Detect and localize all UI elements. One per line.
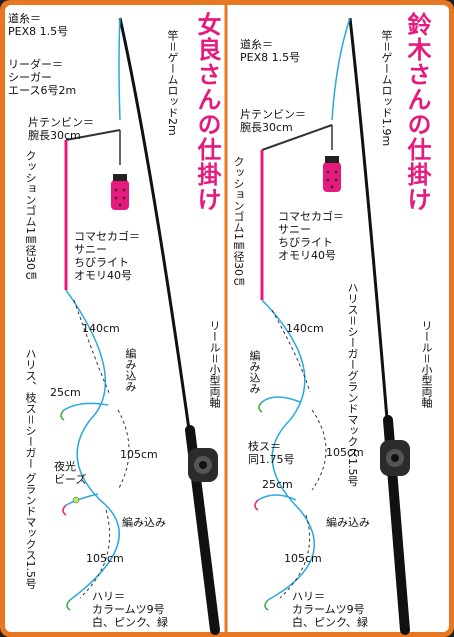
left-luminous-bead-icon <box>72 496 80 504</box>
left-hook-3-icon <box>66 599 71 611</box>
right-rod-label: 竿＝ゲームロッド1.9m <box>380 30 393 147</box>
right-len-105b-indicator <box>279 514 311 599</box>
left-rig <box>60 17 220 635</box>
left-len-105b-indicator <box>79 509 111 599</box>
left-len-105a-indicator <box>117 409 130 491</box>
right-reel-icon <box>380 440 410 476</box>
left-yakou-label: 夜光 ビーズ <box>54 460 87 486</box>
right-branch-2 <box>257 494 297 501</box>
left-reel-label: リール＝小型両軸 <box>208 320 221 408</box>
left-hook-2-icon <box>62 504 67 516</box>
left-main-line-label: 道糸＝ PEX8 1.5号 <box>8 12 69 38</box>
right-hook-1-icon <box>258 401 263 413</box>
right-main-line <box>331 17 351 121</box>
left-rod-label: 竿＝ゲームロッド2m <box>166 30 179 136</box>
left-branch-2 <box>65 493 99 506</box>
right-hook-label: ハリ＝ カラームツ9号 白、ピンク、緑 <box>292 590 369 629</box>
right-len-105a-label: 105cm <box>326 446 364 459</box>
right-len-105a-indicator <box>311 409 327 491</box>
right-len-105b-label: 105cm <box>284 552 322 565</box>
right-len-25-label: 25cm <box>262 478 293 491</box>
right-hook-2-icon <box>254 499 259 511</box>
right-komase-basket-icon <box>323 156 341 192</box>
left-title: 女良さんの仕掛け <box>193 12 221 212</box>
right-tenbin-arm <box>261 124 333 151</box>
left-len-105a-label: 105cm <box>120 448 158 461</box>
right-edasu-label: 枝ス＝ 同1.75号 <box>248 440 295 466</box>
left-leader-label: リーダー＝ シーガー エース6号2m <box>8 58 77 97</box>
left-len-140-indicator <box>73 299 111 396</box>
left-len-140-label: 140cm <box>82 322 120 335</box>
left-harisu-label: ハリス、枝ス＝シーガー グランドマックス1.5号 <box>24 348 37 589</box>
left-len-25-label: 25cm <box>50 386 81 399</box>
left-ami2-label: 編み込み <box>122 516 166 529</box>
left-komase-basket-icon <box>111 174 129 210</box>
right-len-140-label: 140cm <box>286 322 324 335</box>
right-hook-3-icon <box>264 599 269 611</box>
left-branch-1 <box>63 402 109 411</box>
left-ami1-label: 編み込み <box>124 348 137 392</box>
left-reel-icon <box>188 448 218 482</box>
right-reel-label: リール＝小型両軸 <box>420 320 433 408</box>
right-harisu-label: ハリス＝シーガーグランドマックス1.5号 <box>346 282 359 487</box>
right-cushion-label: クッションゴム1㎜径30㎝ <box>232 156 245 287</box>
right-harisu-line <box>261 299 315 601</box>
right-title: 鈴木さんの仕掛け <box>403 12 431 212</box>
left-hook-1-icon <box>60 409 65 421</box>
right-rig <box>254 17 410 635</box>
right-main-line-label: 道糸＝ PEX8 1.5号 <box>240 38 301 64</box>
right-tenbin-label: 片テンビン＝ 腕長30cm <box>240 108 306 134</box>
left-komase-label: コマセカゴ＝ サニー ちびライト オモリ40号 <box>74 230 140 282</box>
left-hook-label: ハリ＝ カラームツ9号 白、ピンク、緑 <box>92 590 169 629</box>
right-ami1-label: 編み込み <box>248 350 261 394</box>
right-branch-1 <box>261 396 301 403</box>
left-len-105b-label: 105cm <box>86 552 124 565</box>
left-main-line <box>118 17 121 121</box>
left-harisu-line <box>65 289 120 601</box>
left-cushion-label: クッションゴム1㎜径30㎝ <box>24 150 37 281</box>
right-komase-label: コマセカゴ＝ サニー ちびライト オモリ40号 <box>278 210 344 262</box>
left-tenbin-label: 片テンビン＝ 腕長30cm <box>28 116 94 142</box>
right-ami2-label: 編み込み <box>326 516 370 529</box>
left-tenbin-arm <box>65 129 121 141</box>
